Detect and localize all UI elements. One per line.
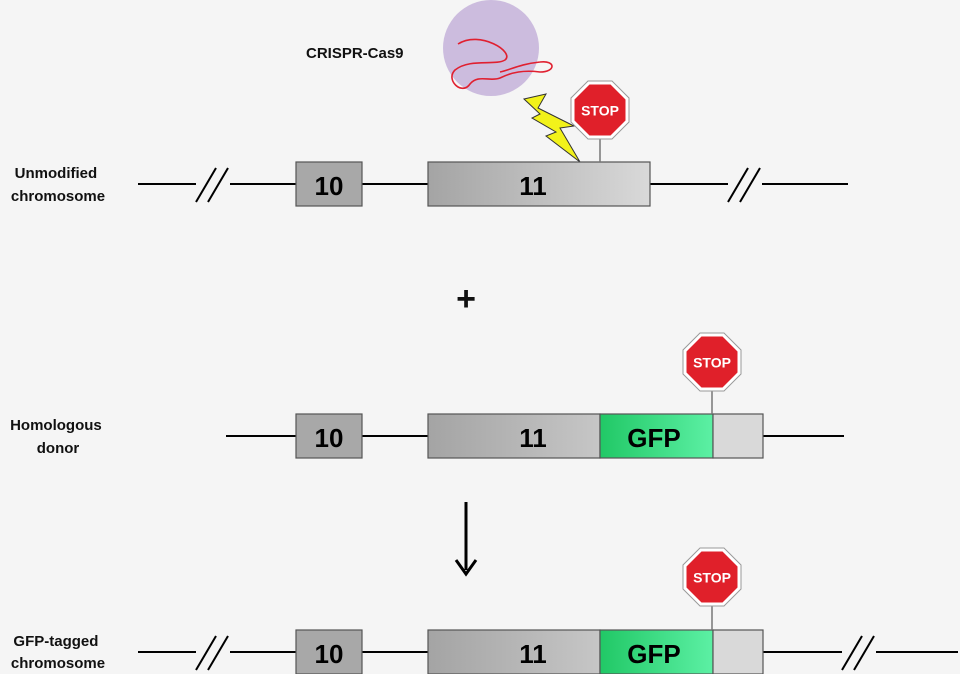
down-arrow-icon — [454, 502, 478, 577]
exon-10-box — [295, 629, 363, 674]
break-mark — [727, 167, 749, 203]
row1-label: Unmodified chromosome — [11, 165, 105, 205]
exon-10-label: 10 — [315, 171, 344, 201]
exon-11-label: 11 — [519, 171, 547, 201]
stop-sign-icon: STOP — [682, 332, 742, 392]
homologous-donor: 10 11 GFP STOP — [226, 332, 844, 459]
gfp-label: GFP — [627, 639, 680, 669]
stop-sign-text: STOP — [693, 570, 731, 586]
stop-sign-icon: STOP — [570, 80, 630, 140]
exon-10-label: 10 — [315, 423, 344, 453]
guide-rna — [451, 38, 553, 90]
row3-label: GFP-tagged chromosome — [11, 633, 105, 672]
exon-10-label: 10 — [315, 639, 344, 669]
exon-10-box — [295, 161, 363, 207]
exon-10-box — [295, 413, 363, 459]
break-mark — [195, 635, 217, 671]
crispr-cas9-label: CRISPR-Cas9 — [306, 45, 404, 62]
stop-sign-text: STOP — [693, 355, 731, 371]
gfp-label: GFP — [627, 423, 680, 453]
exon-11-box — [427, 629, 601, 674]
utr-box — [712, 413, 764, 459]
gfp-box — [599, 413, 714, 459]
break-mark — [207, 635, 229, 671]
exon-11-label: 11 — [519, 639, 547, 669]
exon-11-box — [427, 413, 601, 459]
break-mark — [195, 167, 217, 203]
break-mark — [841, 635, 863, 671]
gfp-tagged-chromosome: 10 11 GFP STOP — [138, 547, 958, 674]
row2-label: Homologous donor — [10, 417, 106, 457]
exon-11-label: 11 — [519, 423, 547, 453]
stop-sign-text: STOP — [581, 103, 619, 119]
exon-11-box — [427, 161, 651, 207]
plus-sign: + — [456, 280, 476, 318]
unmodified-chromosome: 10 11 STOP — [138, 80, 848, 207]
stop-sign-icon: STOP — [682, 547, 742, 607]
gfp-box — [599, 629, 714, 674]
break-mark — [207, 167, 229, 203]
cas9-protein — [443, 0, 539, 96]
break-mark — [853, 635, 875, 671]
crispr-cas9-complex — [443, 0, 553, 96]
break-mark — [739, 167, 761, 203]
utr-box — [712, 629, 764, 674]
